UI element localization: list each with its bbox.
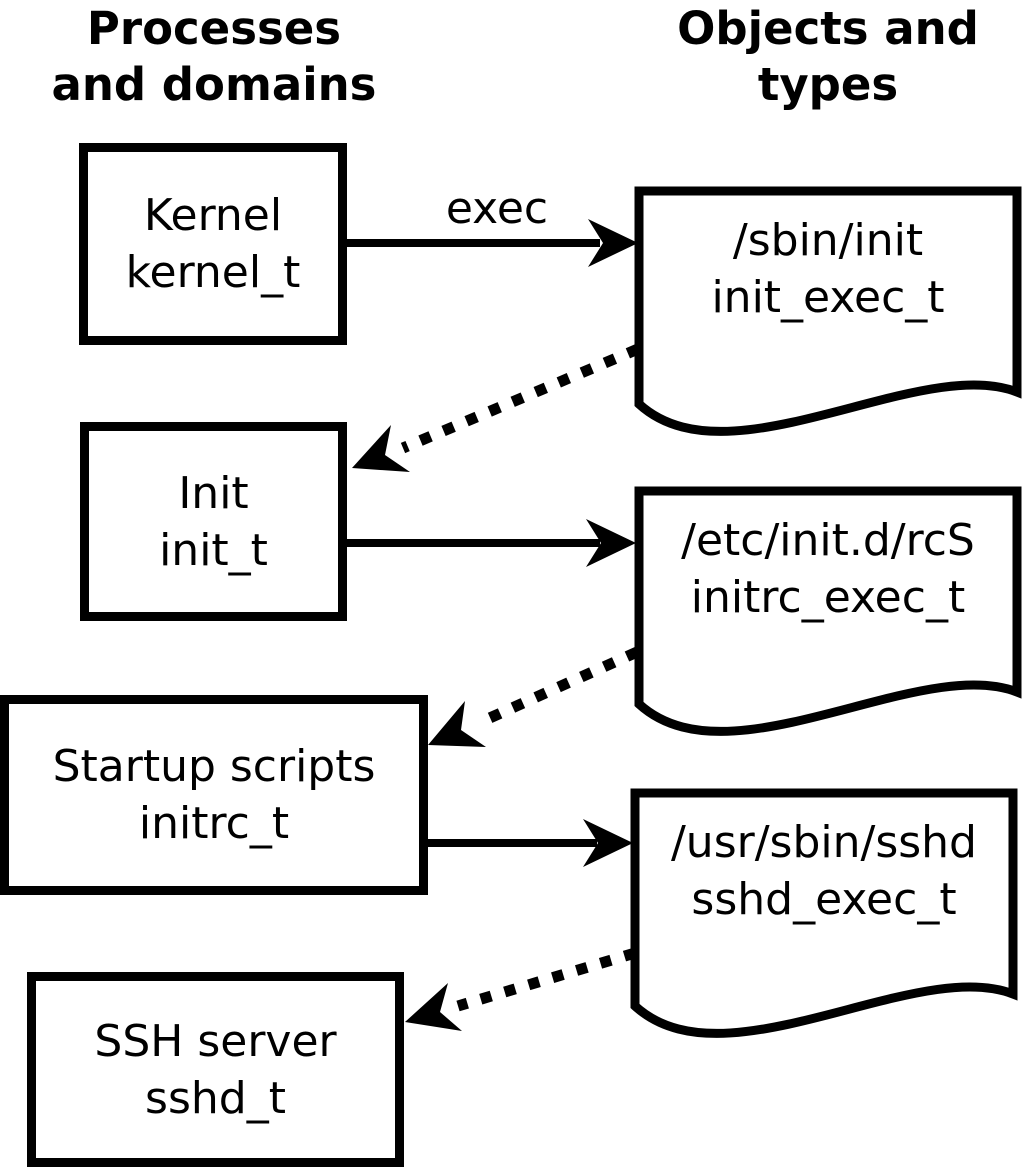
process-name: Startup scripts	[52, 741, 376, 792]
object-type: init_exec_t	[711, 272, 945, 323]
process-box-kernel: Kernel kernel_t	[79, 143, 347, 345]
column-header-objects-line2: types	[757, 58, 899, 111]
document-shape	[634, 486, 1022, 736]
transition-arrowhead-sbin-init-to-init	[352, 425, 410, 472]
document-outline	[634, 486, 1022, 736]
exec-arrowhead-startup-to-sshd	[583, 819, 633, 867]
document-outline	[634, 186, 1022, 436]
document-shape	[630, 788, 1018, 1038]
object-path: /usr/sbin/sshd	[670, 817, 977, 868]
domain-type: kernel_t	[125, 247, 301, 298]
domain-type: sshd_t	[145, 1072, 286, 1124]
object-type: initrc_exec_t	[690, 572, 966, 623]
exec-arrow-label: exec	[445, 183, 549, 234]
process-box-ssh-server: SSH server sshd_t	[27, 972, 404, 1167]
column-header-objects-line1: Objects and	[677, 2, 979, 55]
document-text: /usr/sbin/sshd sshd_exec_t	[630, 814, 1018, 928]
exec-arrowhead-kernel-to-sbin-init	[588, 219, 638, 267]
object-path: /etc/init.d/rcS	[681, 515, 975, 566]
column-header-objects: Objects and types	[628, 1, 1024, 113]
process-box-startup-scripts: Startup scripts initrc_t	[0, 695, 428, 895]
column-header-processes-line2: and domains	[51, 58, 377, 111]
document-shape	[634, 186, 1022, 436]
process-box-init: Init init_t	[80, 422, 347, 621]
column-header-processes-line1: Processes	[86, 2, 342, 55]
transition-arrowhead-etc-rcs-to-startup	[428, 701, 486, 747]
transition-arrowhead-sshd-to-ssh-server	[405, 983, 462, 1031]
transition-arrow-sbin-init-to-init	[400, 343, 641, 454]
document-text: /etc/init.d/rcS initrc_exec_t	[634, 512, 1022, 626]
transition-arrow-etc-rcs-to-startup	[480, 646, 640, 727]
process-name: SSH server	[94, 1015, 337, 1067]
document-outline	[630, 788, 1018, 1038]
document-usr-sbin-sshd: /usr/sbin/sshd sshd_exec_t	[630, 788, 1018, 1044]
process-name: Kernel	[143, 190, 283, 241]
exec-arrowhead-init-to-etc-rcs	[586, 519, 636, 567]
domain-type: init_t	[159, 524, 268, 576]
transition-arrow-sshd-to-ssh-server	[456, 947, 637, 1012]
document-etc-initd-rcs: /etc/init.d/rcS initrc_exec_t	[634, 486, 1022, 742]
object-path: /sbin/init	[732, 215, 924, 266]
process-name: Init	[178, 467, 249, 519]
document-sbin-init: /sbin/init init_exec_t	[634, 186, 1022, 442]
domain-type: initrc_t	[138, 798, 290, 849]
object-type: sshd_exec_t	[691, 874, 957, 925]
column-header-processes: Processes and domains	[14, 1, 414, 113]
document-text: /sbin/init init_exec_t	[634, 212, 1022, 326]
